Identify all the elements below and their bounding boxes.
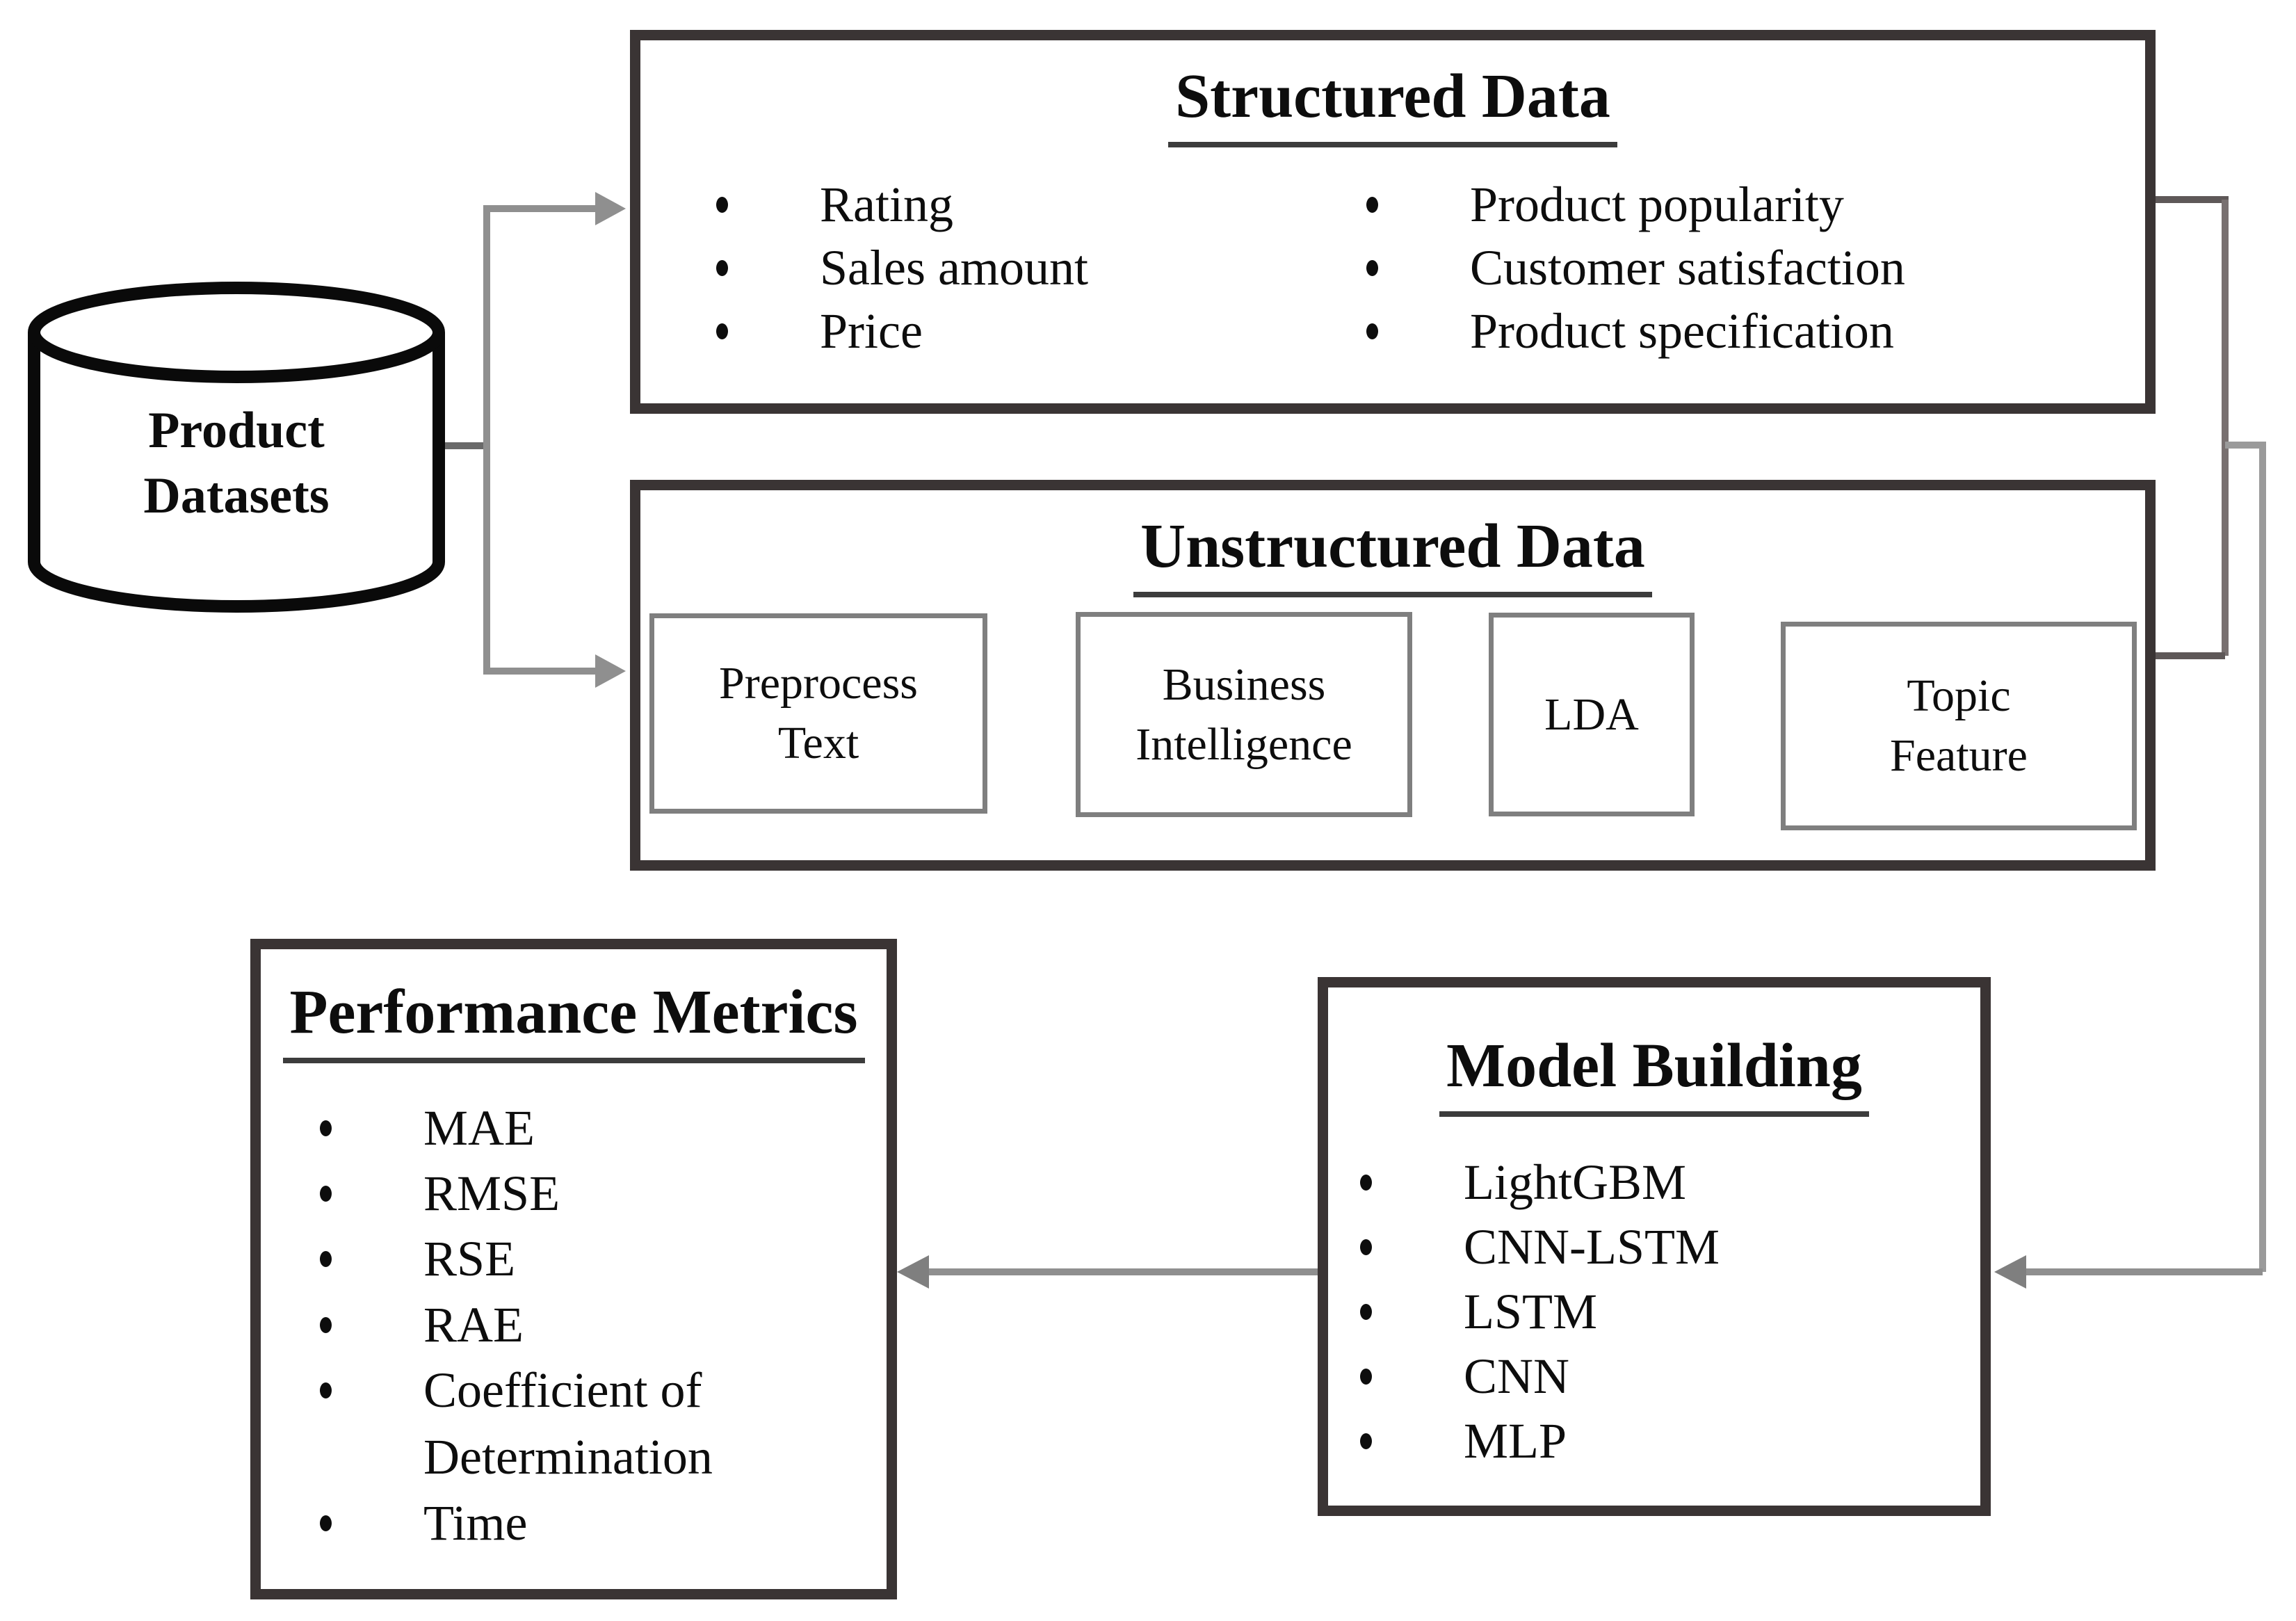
product-datasets-line2: Datasets [143, 467, 330, 524]
structured-data-title: Structured Data [640, 60, 2145, 147]
lda-box: LDA [1489, 613, 1695, 816]
performance-metrics-title: Performance Metrics [261, 976, 887, 1063]
bullet-dot [320, 1382, 332, 1398]
performance-metrics-box: Performance Metrics MAE RMSE RSE RAE Coe… [250, 939, 897, 1599]
business-intelligence-box: Business Intelligence [1076, 612, 1412, 817]
list-item: Time [320, 1490, 527, 1556]
arrow-to-metrics-head [897, 1255, 929, 1289]
structured-data-box: Structured Data Rating Sales amount Pric… [630, 30, 2156, 414]
list-item: Product specification [1366, 298, 1894, 364]
list-item: LightGBM [1360, 1149, 1686, 1216]
list-item: CNN [1360, 1343, 1569, 1410]
preprocess-text-box: Preprocess Text [649, 613, 987, 814]
list-item: CNN-LSTM [1360, 1213, 1720, 1280]
bullet-dot [320, 1120, 332, 1136]
preprocess-text-label: Preprocess Text [719, 658, 918, 768]
list-item: MLP [1360, 1408, 1567, 1474]
list-item: Rating [716, 171, 953, 238]
cylinder-top [28, 282, 445, 383]
business-intelligence-label: Business Intelligence [1135, 659, 1352, 770]
unstructured-data-title: Unstructured Data [640, 510, 2145, 597]
bullet-dot [1360, 1239, 1372, 1255]
bullet-dot [1360, 1433, 1372, 1449]
model-building-box: Model Building LightGBM CNN-LSTM LSTM CN… [1318, 977, 1991, 1516]
bullet-dot [320, 1186, 332, 1202]
lda-label: LDA [1544, 688, 1639, 740]
bullet-dot [716, 323, 728, 339]
list-item: Price [716, 298, 923, 364]
list-item: Sales amount [716, 234, 1088, 301]
bullet-dot [1360, 1369, 1372, 1385]
bullet-dot [716, 260, 728, 276]
list-item: RMSE [320, 1160, 560, 1227]
product-datasets-label: Product Datasets [21, 398, 452, 529]
arrow-to-unstructured-head [595, 654, 626, 688]
arrow-to-model-head [1994, 1255, 2026, 1289]
cylinder-body [28, 332, 445, 613]
arrow-to-structured-head [595, 192, 626, 225]
product-datasets-line1: Product [148, 402, 325, 459]
bullet-dot [1366, 323, 1378, 339]
list-item: LSTM [1360, 1278, 1597, 1345]
model-building-title: Model Building [1328, 1029, 1980, 1117]
list-item: RSE [320, 1225, 515, 1292]
database-cylinder-icon [28, 282, 445, 613]
bullet-dot [1366, 260, 1378, 276]
bullet-dot [716, 197, 728, 213]
topic-feature-box: Topic Feature [1781, 622, 2137, 830]
bullet-dot [320, 1251, 332, 1267]
bullet-dot [1360, 1175, 1372, 1191]
list-item: Coefficient of Determination [320, 1357, 785, 1490]
bullet-dot [320, 1317, 332, 1333]
list-item: Product popularity [1366, 171, 1844, 238]
topic-feature-label: Topic Feature [1890, 670, 2028, 781]
bullet-dot [1360, 1304, 1372, 1320]
list-item: MAE [320, 1095, 535, 1161]
list-item: Customer satisfaction [1366, 234, 1905, 301]
bullet-dot [1366, 197, 1378, 213]
list-item: RAE [320, 1291, 524, 1358]
bullet-dot [320, 1515, 332, 1531]
unstructured-data-box: Unstructured Data Preprocess Text Busine… [630, 480, 2156, 871]
